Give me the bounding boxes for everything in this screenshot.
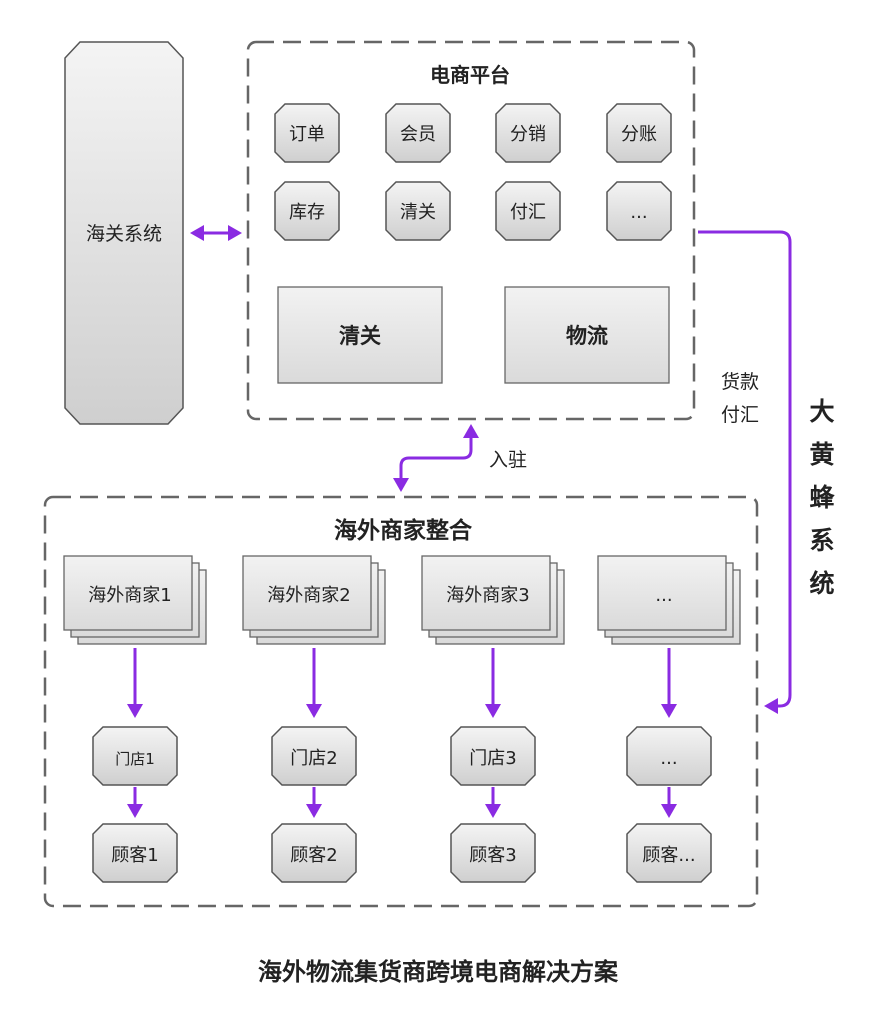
store-node: ... [626,726,712,786]
merchant-card-stack: 海外商家2 [242,555,386,645]
onboard-label: 入驻 [489,449,527,471]
customs-platform-arrow [190,225,242,241]
platform-module-label: 会员 [400,124,436,145]
merchant-card-stack: ... [597,555,741,645]
bumblebee-char-5: 统 [809,569,834,598]
platform-module-label: 付汇 [510,202,546,223]
customer-node: 顾客3 [450,823,536,883]
platform-module-label: 清关 [400,202,436,223]
platform-module-label: 订单 [289,124,325,145]
arrow-head [127,804,143,818]
arrow-head [306,704,322,718]
platform-module-label: 库存 [289,202,325,223]
bumblebee-char-1: 大 [809,397,834,426]
platform-module-label: 分账 [621,124,657,145]
merchant-label: ... [655,585,672,606]
platform-module: 分账 [606,103,672,163]
merchant-label: 海外商家1 [88,585,171,606]
merchant-column: 海外商家1 门店1 顾客1 [63,555,207,883]
platform-module: 库存 [274,181,340,241]
diagram-caption: 海外物流集货商跨境电商解决方案 [258,958,619,986]
platform-module: 订单 [274,103,340,163]
arrow-head [661,704,677,718]
big-block-logistics-label: 物流 [566,324,608,348]
merchants-container [43,495,759,908]
big-block-clearance-label: 清关 [339,324,381,348]
onboard-connector [393,424,479,492]
platform-module: ... [606,181,672,241]
payment-label-line2: 付汇 [721,404,759,426]
arrow-head [485,704,501,718]
store-node: 门店1 [92,726,178,786]
store-label: ... [660,748,677,769]
merchant-column: ...... 顾客... [597,555,741,883]
merchants-title: 海外商家整合 [334,517,473,544]
merchant-card-stack: 海外商家3 [421,555,565,645]
merchant-label: 海外商家3 [446,585,529,606]
platform-module: 会员 [385,103,451,163]
customer-node: 顾客2 [271,823,357,883]
arrow-head [127,704,143,718]
customer-label: 顾客3 [469,845,516,866]
arrow-head [306,804,322,818]
customs-system-label: 海关系统 [86,223,162,245]
customer-label: 顾客1 [111,845,158,866]
store-label: 门店1 [115,750,155,768]
merchant-column: 海外商家3 门店3 顾客3 [421,555,565,883]
customer-label: 顾客2 [290,845,337,866]
platform-title: 电商平台 [430,63,510,87]
platform-module: 清关 [385,181,451,241]
store-label: 门店2 [290,748,337,769]
big-block-logistics: 物流 [504,286,670,384]
platform-module: 付汇 [495,181,561,241]
payment-label-line1: 货款 [721,371,759,393]
customer-label: 顾客... [642,845,695,866]
platform-module-label: 分销 [510,124,546,145]
customer-node: 顾客1 [92,823,178,883]
customs-system-node: 海关系统 [64,41,184,425]
arrow-head [661,804,677,818]
bumblebee-system-label: 大 黄 蜂 系 统 [809,397,835,598]
platform-module: 分销 [495,103,561,163]
merchant-card-stack: 海外商家1 [63,555,207,645]
bumblebee-char-2: 黄 [809,440,834,469]
merchant-column: 海外商家2 门店2 顾客2 [242,555,386,883]
platform-module-label: ... [630,202,647,223]
store-node: 门店2 [271,726,357,786]
bumblebee-char-3: 蜂 [809,483,835,512]
customer-node: 顾客... [626,823,712,883]
big-block-clearance: 清关 [277,286,443,384]
bumblebee-char-4: 系 [809,526,834,555]
arrow-head [485,804,501,818]
payment-connector [698,230,792,714]
store-node: 门店3 [450,726,536,786]
store-label: 门店3 [469,748,516,769]
platform-container [246,40,696,421]
merchant-label: 海外商家2 [267,585,350,606]
